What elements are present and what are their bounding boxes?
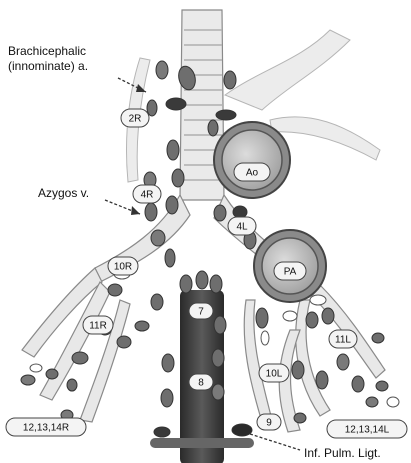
- lymph-node: [156, 61, 168, 79]
- lymph-node: [196, 271, 208, 289]
- lymph-node: [232, 424, 252, 436]
- lymph-node: [224, 71, 236, 89]
- lymph-node: [233, 206, 247, 218]
- svg-text:12,13,14L: 12,13,14L: [345, 425, 390, 436]
- svg-text:2R: 2R: [129, 114, 142, 125]
- svg-text:11R: 11R: [89, 321, 107, 332]
- station-12L-pill: 12,13,14L: [327, 420, 407, 438]
- lymph-node: [72, 352, 88, 364]
- svg-text:10L: 10L: [266, 369, 283, 380]
- inferior-pulmonary-ligament: [150, 438, 254, 448]
- lymph-node: [135, 321, 149, 331]
- lymph-node: [161, 389, 173, 407]
- lymph-node: [214, 316, 226, 334]
- lymph-node: [283, 311, 297, 321]
- lymph-node: [208, 120, 218, 136]
- lymph-node: [322, 308, 334, 324]
- svg-text:11L: 11L: [335, 335, 351, 346]
- lymph-node: [212, 384, 224, 400]
- lymph-node: [147, 100, 157, 116]
- svg-text:4L: 4L: [236, 222, 248, 233]
- brachiocephalic-label: Brachicephalic (innominate) a.: [8, 44, 88, 74]
- lymph-node: [306, 312, 318, 328]
- azygos-label: Azygos v.: [38, 186, 89, 201]
- lymph-node: [337, 354, 349, 370]
- station-2R-pill: 2R: [121, 109, 149, 127]
- station-11L-pill: 11L: [329, 330, 357, 348]
- svg-text:12,13,14R: 12,13,14R: [23, 423, 69, 434]
- lymph-node: [167, 140, 179, 160]
- lymph-node: [67, 379, 77, 391]
- brachiocephalic-label-line1: Brachicephalic: [8, 44, 88, 59]
- lymph-node: [180, 275, 192, 293]
- station-8-pill: 8: [189, 374, 213, 390]
- lymph-node: [366, 397, 378, 407]
- lymph-node: [154, 427, 170, 437]
- lymph-node: [376, 381, 388, 391]
- lymph-node: [214, 205, 226, 221]
- lymph-node: [216, 110, 236, 120]
- lymph-node: [212, 349, 224, 367]
- lymph-node: [352, 376, 364, 392]
- inf-pulm-ligt-label: Inf. Pulm. Ligt.: [304, 446, 381, 461]
- lymph-node: [145, 203, 157, 221]
- lymph-node: [256, 308, 268, 328]
- svg-text:10R: 10R: [114, 262, 132, 273]
- aorta-label: Ao: [246, 168, 259, 179]
- lymph-node: [210, 275, 222, 293]
- lymph-node: [46, 369, 58, 379]
- lymph-node: [387, 397, 399, 407]
- station-10L-pill: 10L: [259, 364, 289, 382]
- lymph-node: [166, 98, 186, 110]
- lymph-node: [165, 249, 175, 267]
- lymph-node: [172, 169, 184, 187]
- inf-pulm-ligt-arrow: [250, 434, 300, 450]
- lymph-node: [166, 196, 178, 214]
- lymph-node: [316, 371, 328, 389]
- station-9-pill: 9: [257, 414, 281, 430]
- lymph-node: [292, 361, 304, 379]
- lymph-node: [21, 375, 35, 385]
- station-12R-pill: 12,13,14R: [6, 418, 86, 436]
- svg-text:7: 7: [198, 307, 204, 318]
- lymph-node: [372, 333, 384, 343]
- station-10R-pill: 10R: [108, 257, 138, 275]
- lymph-node: [151, 230, 165, 246]
- svg-text:4R: 4R: [141, 190, 154, 201]
- aorta: [214, 122, 290, 198]
- lymph-node: [30, 364, 42, 372]
- station-4R-pill: 4R: [133, 185, 161, 203]
- lymph-node: [108, 284, 122, 296]
- lymph-node: [294, 413, 306, 423]
- lymph-node: [261, 331, 269, 345]
- lymph-node: [151, 294, 163, 310]
- station-11R-pill: 11R: [83, 316, 113, 334]
- pulmonary-artery-label: PA: [284, 267, 297, 278]
- svg-text:8: 8: [198, 378, 204, 389]
- station-7-pill: 7: [189, 303, 213, 319]
- lymph-node: [310, 295, 326, 305]
- station-4L-pill: 4L: [228, 217, 256, 235]
- lymph-node: [117, 336, 131, 348]
- lymph-node: [162, 354, 174, 372]
- brachiocephalic-label-line2: (innominate) a.: [8, 59, 88, 74]
- svg-text:9: 9: [266, 418, 272, 429]
